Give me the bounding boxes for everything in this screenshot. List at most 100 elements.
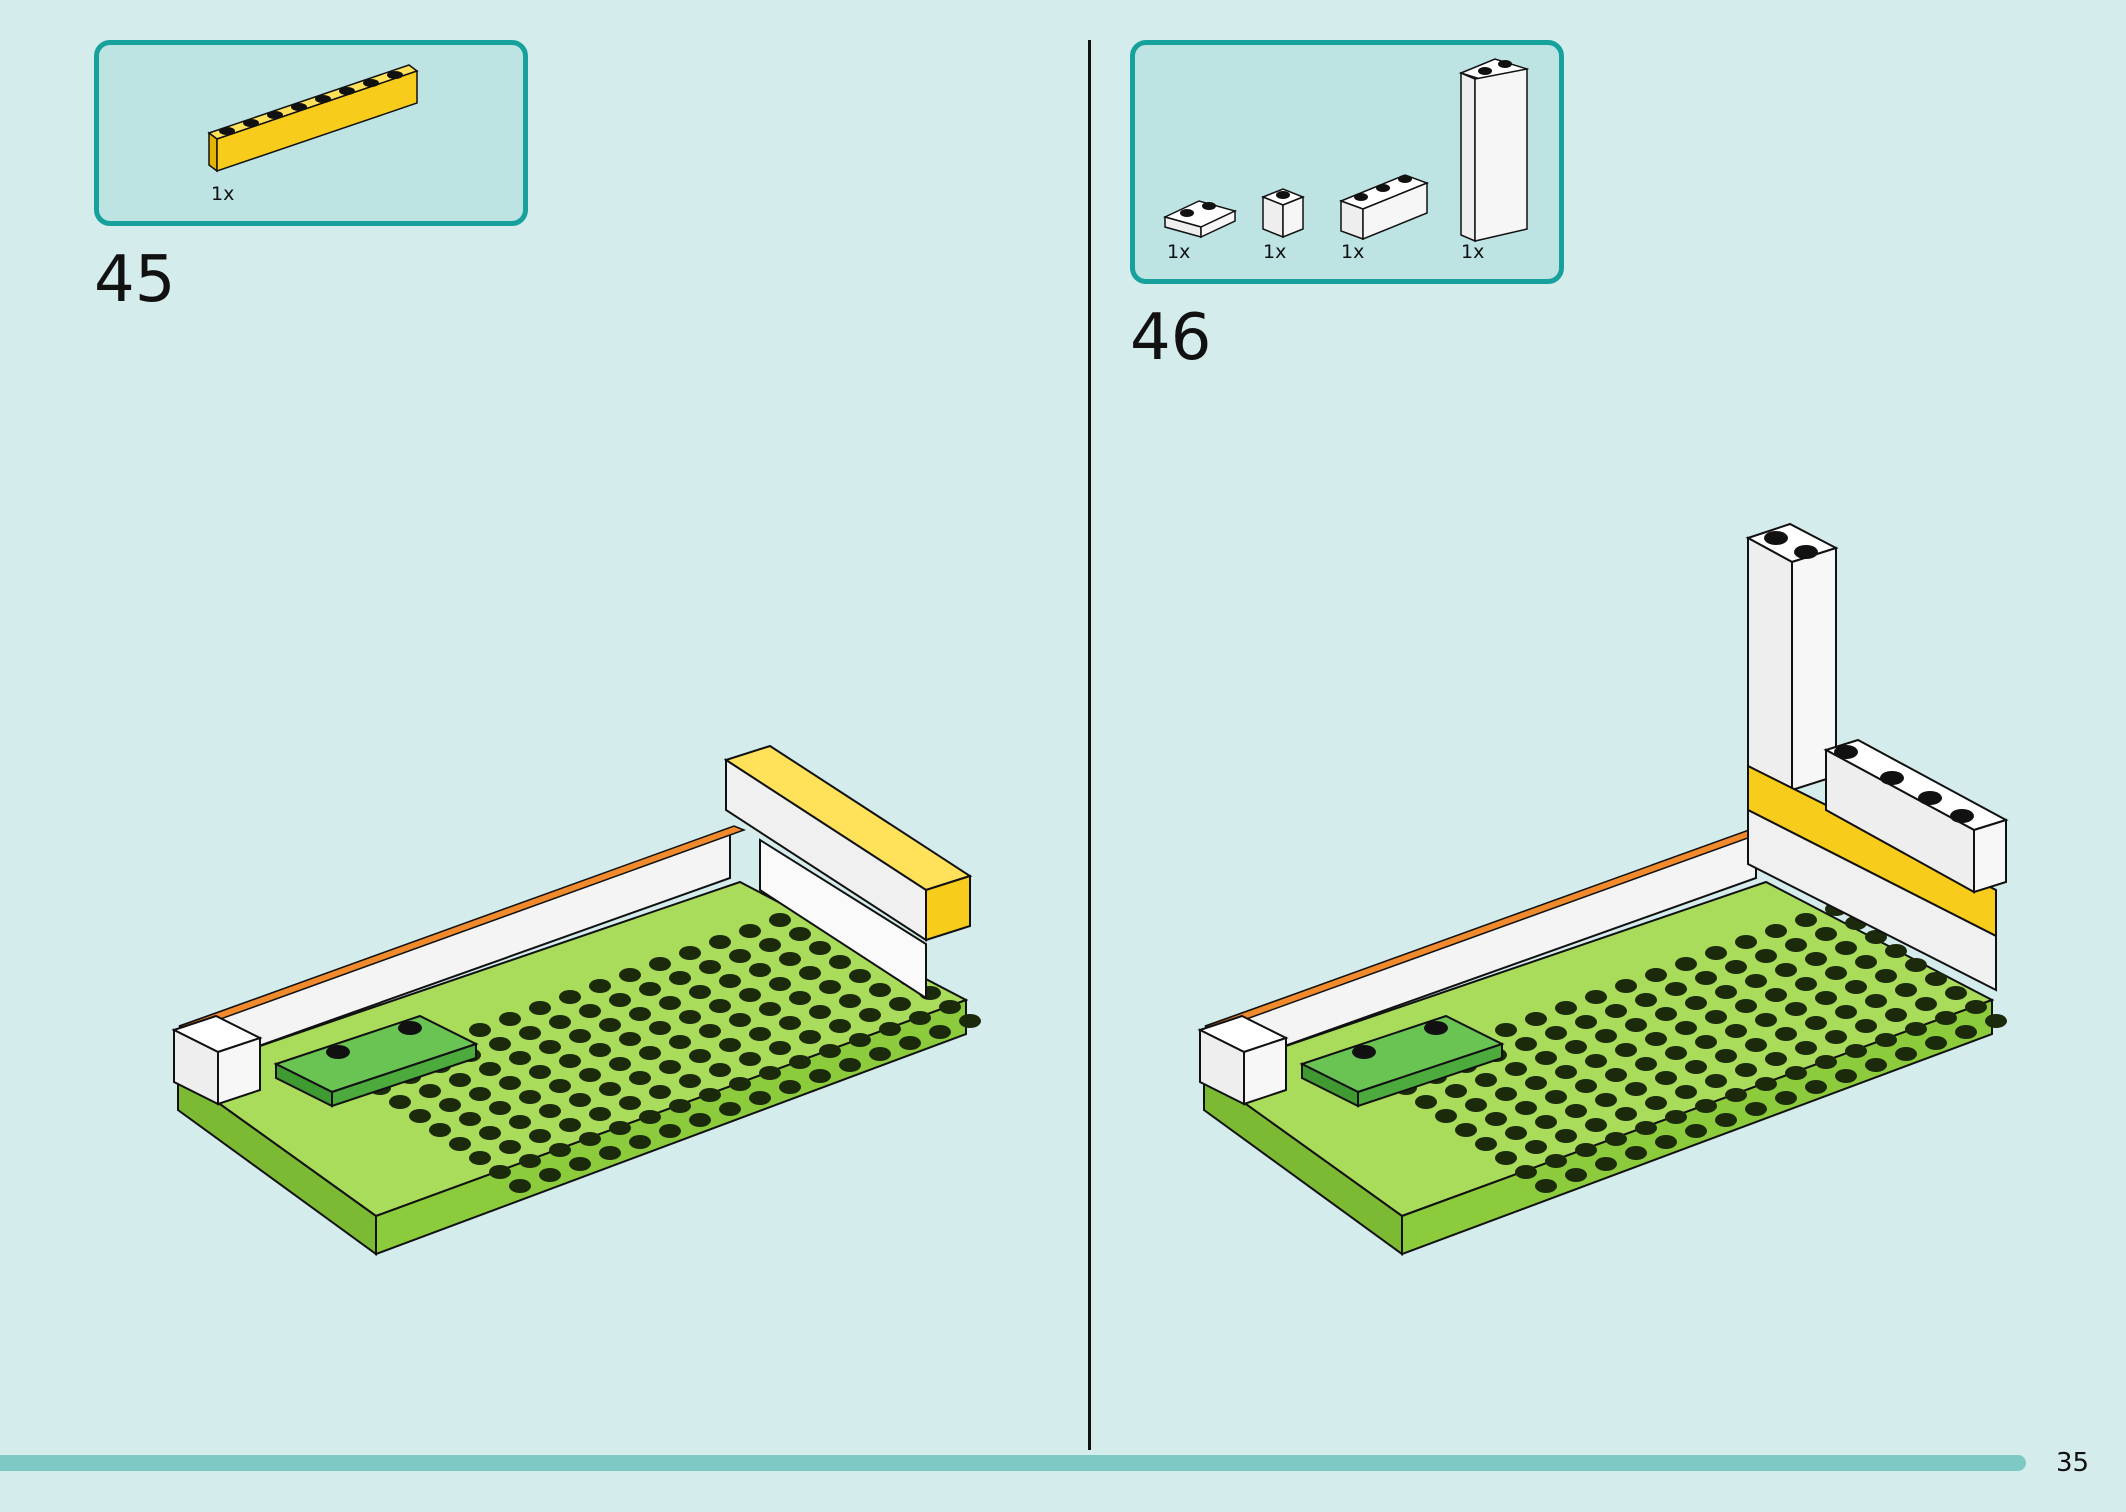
stud: [689, 985, 711, 999]
stud: [449, 1073, 471, 1087]
stud: [739, 924, 761, 938]
stud: [489, 1101, 511, 1115]
stud: [629, 1135, 651, 1149]
model-illustration-step-45: [171, 744, 981, 1256]
stud: [1525, 1076, 1547, 1090]
stud: [1545, 1026, 1567, 1040]
stud: [769, 1041, 791, 1055]
stud: [1635, 1121, 1657, 1135]
stud: [1935, 1011, 1957, 1025]
stud: [559, 990, 581, 1004]
stud: [1875, 969, 1897, 983]
stud: [469, 1151, 491, 1165]
stud: [519, 1026, 541, 1040]
stud: [1925, 972, 1947, 986]
stud: [939, 1000, 961, 1014]
stud: [569, 1093, 591, 1107]
stud: [1605, 1132, 1627, 1146]
stud: [1495, 1151, 1517, 1165]
stud: [489, 1165, 511, 1179]
stud: [559, 1054, 581, 1068]
stud: [739, 988, 761, 1002]
stud: [1825, 966, 1847, 980]
stud: [1625, 1018, 1647, 1032]
stud: [1815, 1055, 1837, 1069]
stud: [579, 1004, 601, 1018]
stud: [599, 1146, 621, 1160]
stud: [499, 1076, 521, 1090]
stud: [709, 935, 731, 949]
stud: [1785, 938, 1807, 952]
stud: [1905, 1022, 1927, 1036]
stud: [1875, 1033, 1897, 1047]
stud: [699, 1088, 721, 1102]
stud: [1775, 1091, 1797, 1105]
stud: [1855, 955, 1877, 969]
plate-studs: [349, 902, 981, 1193]
stud: [539, 1040, 561, 1054]
stud: [1585, 1118, 1607, 1132]
stud: [519, 1090, 541, 1104]
stud: [1595, 1093, 1617, 1107]
stud: [1505, 1062, 1527, 1076]
part-quantity: 1x: [1341, 241, 1365, 263]
stud: [609, 1057, 631, 1071]
stud: [1695, 1035, 1717, 1049]
stud: [659, 996, 681, 1010]
stud: [759, 938, 781, 952]
stud: [1695, 1099, 1717, 1113]
stud: [1705, 1010, 1727, 1024]
stud: [1885, 1008, 1907, 1022]
stud: [779, 1080, 801, 1094]
stud: [1915, 997, 1937, 1011]
stud: [589, 1043, 611, 1057]
stud: [699, 1024, 721, 1038]
stud: [409, 1109, 431, 1123]
stud: [1735, 935, 1757, 949]
stud: [389, 1095, 411, 1109]
stud: [1835, 1069, 1857, 1083]
stud: [659, 1124, 681, 1138]
stud: [469, 1023, 491, 1037]
stud: [539, 1104, 561, 1118]
stud: [1625, 1082, 1647, 1096]
stud: [1765, 924, 1787, 938]
stud: [1855, 1019, 1877, 1033]
stud: [1435, 1109, 1457, 1123]
stud: [1665, 1046, 1687, 1060]
stud: [729, 949, 751, 963]
page-number: 35: [2056, 1448, 2090, 1478]
stud: [1645, 1032, 1667, 1046]
stud: [1495, 1023, 1517, 1037]
white-1x2-plate-image: [1162, 200, 1238, 239]
stud: [849, 969, 871, 983]
stud: [1415, 1095, 1437, 1109]
part-quantity: 1x: [1167, 241, 1191, 263]
stud: [839, 994, 861, 1008]
stud: [749, 1027, 771, 1041]
stud: [1845, 980, 1867, 994]
stud: [1605, 1004, 1627, 1018]
stud: [1755, 1013, 1777, 1027]
stud: [649, 1021, 671, 1035]
stud: [1795, 1041, 1817, 1055]
stud: [1625, 1146, 1647, 1160]
stud: [439, 1098, 461, 1112]
stud: [1895, 1047, 1917, 1061]
stud: [1725, 1088, 1747, 1102]
stud: [569, 1157, 591, 1171]
stud: [1685, 996, 1707, 1010]
stud: [839, 1058, 861, 1072]
stud: [1905, 958, 1927, 972]
stud: [1655, 1007, 1677, 1021]
stud: [469, 1087, 491, 1101]
stud: [1575, 1015, 1597, 1029]
stud: [1515, 1037, 1537, 1051]
stud: [1525, 1012, 1547, 1026]
stud: [1585, 990, 1607, 1004]
stud: [499, 1012, 521, 1026]
stud: [1785, 1002, 1807, 1016]
stud: [689, 1113, 711, 1127]
white-1x2x5-brick-image: [1458, 58, 1530, 243]
stud: [799, 966, 821, 980]
